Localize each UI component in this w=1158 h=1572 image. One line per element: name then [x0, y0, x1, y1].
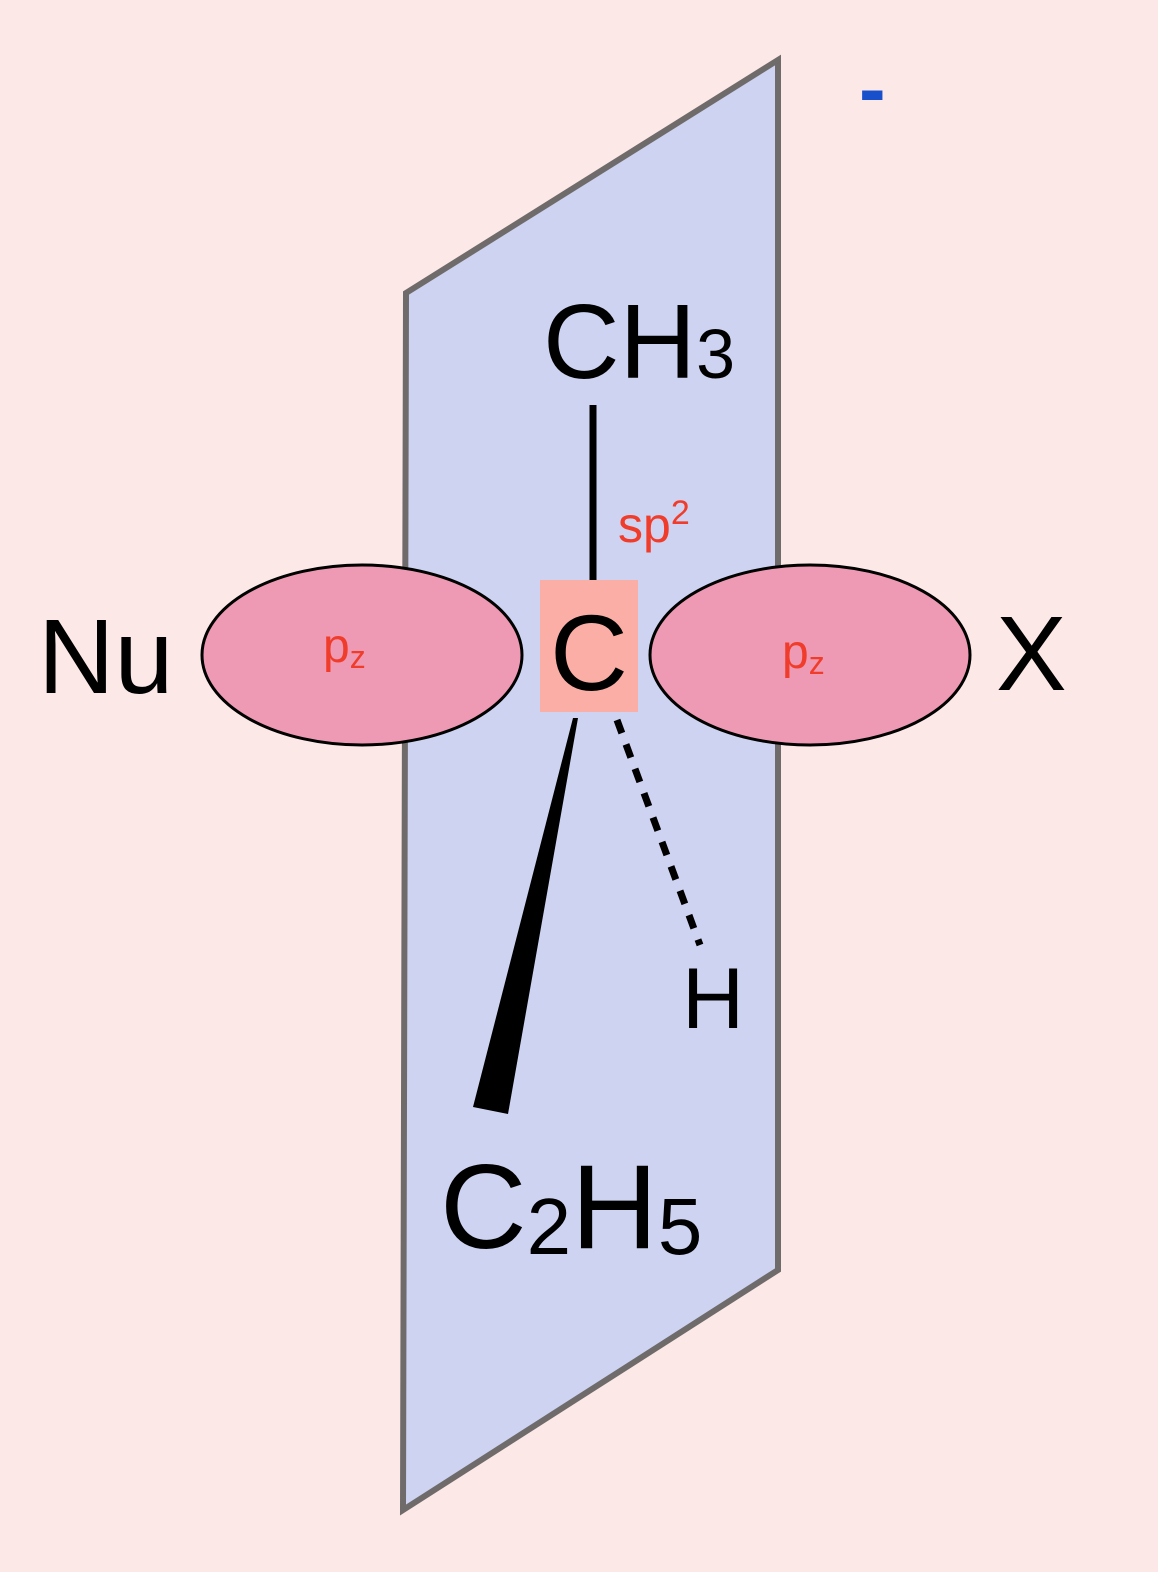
sp2-label: sp2	[618, 494, 690, 553]
pz-label-left: pz	[323, 620, 366, 675]
dashed-bond	[613, 718, 704, 947]
hydrogen-label: H	[682, 951, 744, 1047]
pz-label-right: pz	[782, 626, 825, 681]
c2h5-label: C2H5	[440, 1140, 702, 1274]
leaving-group-label: X	[996, 595, 1067, 713]
molecular-plane	[399, 54, 781, 1516]
wedge-bond	[473, 718, 578, 1114]
carbon-label: C	[550, 592, 628, 713]
negative-charge: -	[859, 44, 886, 133]
pz-orbital-right	[648, 563, 972, 747]
ch3-label: CH3	[543, 283, 735, 401]
pz-orbital-left	[200, 563, 524, 747]
nucleophile-label: Nu	[38, 598, 174, 716]
carbon-highlight	[540, 580, 638, 712]
